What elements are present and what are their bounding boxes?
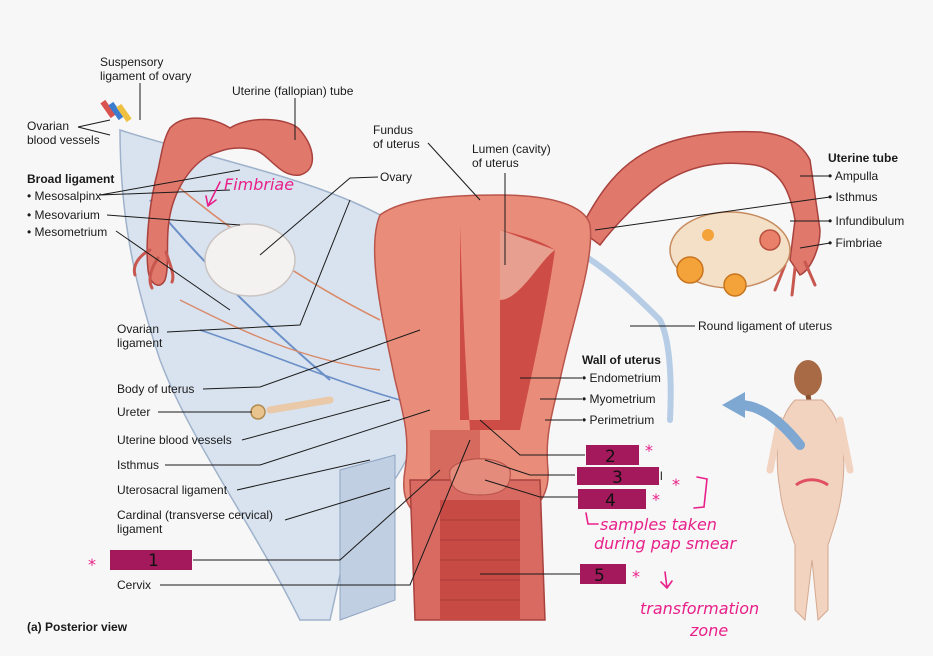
label-ampulla: • Ampulla: [828, 169, 879, 183]
label-mesovarium: • Mesovarium: [27, 208, 100, 222]
annotation-star-2: *: [645, 441, 653, 460]
label-partial-l: l: [660, 469, 663, 483]
annotation-samples-line2: during pap smear: [594, 534, 737, 553]
label-infundibulum: • Infundibulum: [828, 214, 904, 228]
right-ovary: [669, 211, 791, 297]
left-uterine-tube: [132, 117, 314, 290]
answer-box-4: 4: [578, 489, 646, 511]
label-ovary: Ovary: [380, 170, 412, 184]
annotation-samples: samples taken: [600, 515, 717, 534]
label-uterine-tube-title: Uterine tube: [828, 151, 898, 165]
broad-ligament-illustration: [119, 128, 421, 621]
body-orientation-figure: [766, 360, 854, 622]
label-perimetrium: • Perimetrium: [582, 413, 654, 427]
annotation-star-1: *: [88, 555, 96, 574]
right-uterine-tube: [579, 130, 821, 297]
annotation-down-arrow: [660, 571, 673, 589]
label-uterine-blood-vessels: Uterine blood vessels: [117, 433, 232, 447]
label-mesometrium: • Mesometrium: [27, 225, 107, 239]
annotation-bracket: [693, 476, 708, 509]
annotation-fimbriae-arrow: [205, 181, 221, 207]
annotation-star-4: *: [652, 490, 660, 509]
svg-text:3: 3: [612, 468, 623, 488]
annotation-transformation: transformation: [640, 599, 759, 618]
uterus-section: [373, 194, 592, 621]
annotation-star-5: *: [632, 567, 640, 586]
round-ligament-illustration: [572, 247, 674, 423]
label-broad-ligament-title: Broad ligament: [27, 172, 114, 186]
annotation-zone: zone: [689, 621, 728, 640]
figure-caption: (a) Posterior view: [27, 620, 128, 634]
answer-box-3: 3: [577, 467, 659, 488]
answer-box-5: 5: [580, 564, 626, 586]
label-cardinal-ligament: Cardinal (transverse cervical)ligament: [117, 508, 273, 536]
annotation-fimbriae: Fimbriae: [224, 175, 294, 194]
label-myometrium: • Myometrium: [582, 392, 656, 406]
leader-lines: [77, 83, 831, 586]
annotation-samples-hook: [585, 512, 599, 525]
label-round-ligament: Round ligament of uterus: [698, 319, 832, 333]
left-ovary: [204, 223, 296, 297]
svg-text:5: 5: [594, 566, 605, 586]
answer-box-1: 1: [110, 550, 192, 571]
label-ureter: Ureter: [117, 405, 150, 419]
label-mesosalpinx: • Mesosalpinx: [27, 189, 101, 203]
answer-box-2: 2: [586, 445, 639, 467]
ovarian-vessels-illustration: [100, 99, 132, 123]
label-wall-of-uterus: Wall of uterus: [582, 353, 661, 367]
orientation-arrowhead: [722, 392, 745, 418]
annotation-star-3: *: [672, 475, 680, 494]
label-uterine-tube-top: Uterine (fallopian) tube: [232, 84, 354, 98]
label-uterosacral-ligament: Uterosacral ligament: [117, 483, 228, 497]
svg-text:2: 2: [605, 447, 616, 467]
orientation-arrow: [735, 400, 805, 450]
label-isthmus-left: Isthmus: [117, 458, 159, 472]
label-cervix: Cervix: [117, 578, 151, 592]
label-isthmus-right: • Isthmus: [828, 190, 878, 204]
label-body-of-uterus: Body of uterus: [117, 382, 194, 396]
label-lumen: Lumen (cavity)of uterus: [472, 142, 551, 170]
svg-text:4: 4: [605, 491, 616, 511]
svg-text:1: 1: [148, 551, 159, 571]
label-fimbriae-right: • Fimbriae: [828, 236, 883, 250]
label-endometrium: • Endometrium: [582, 371, 661, 385]
